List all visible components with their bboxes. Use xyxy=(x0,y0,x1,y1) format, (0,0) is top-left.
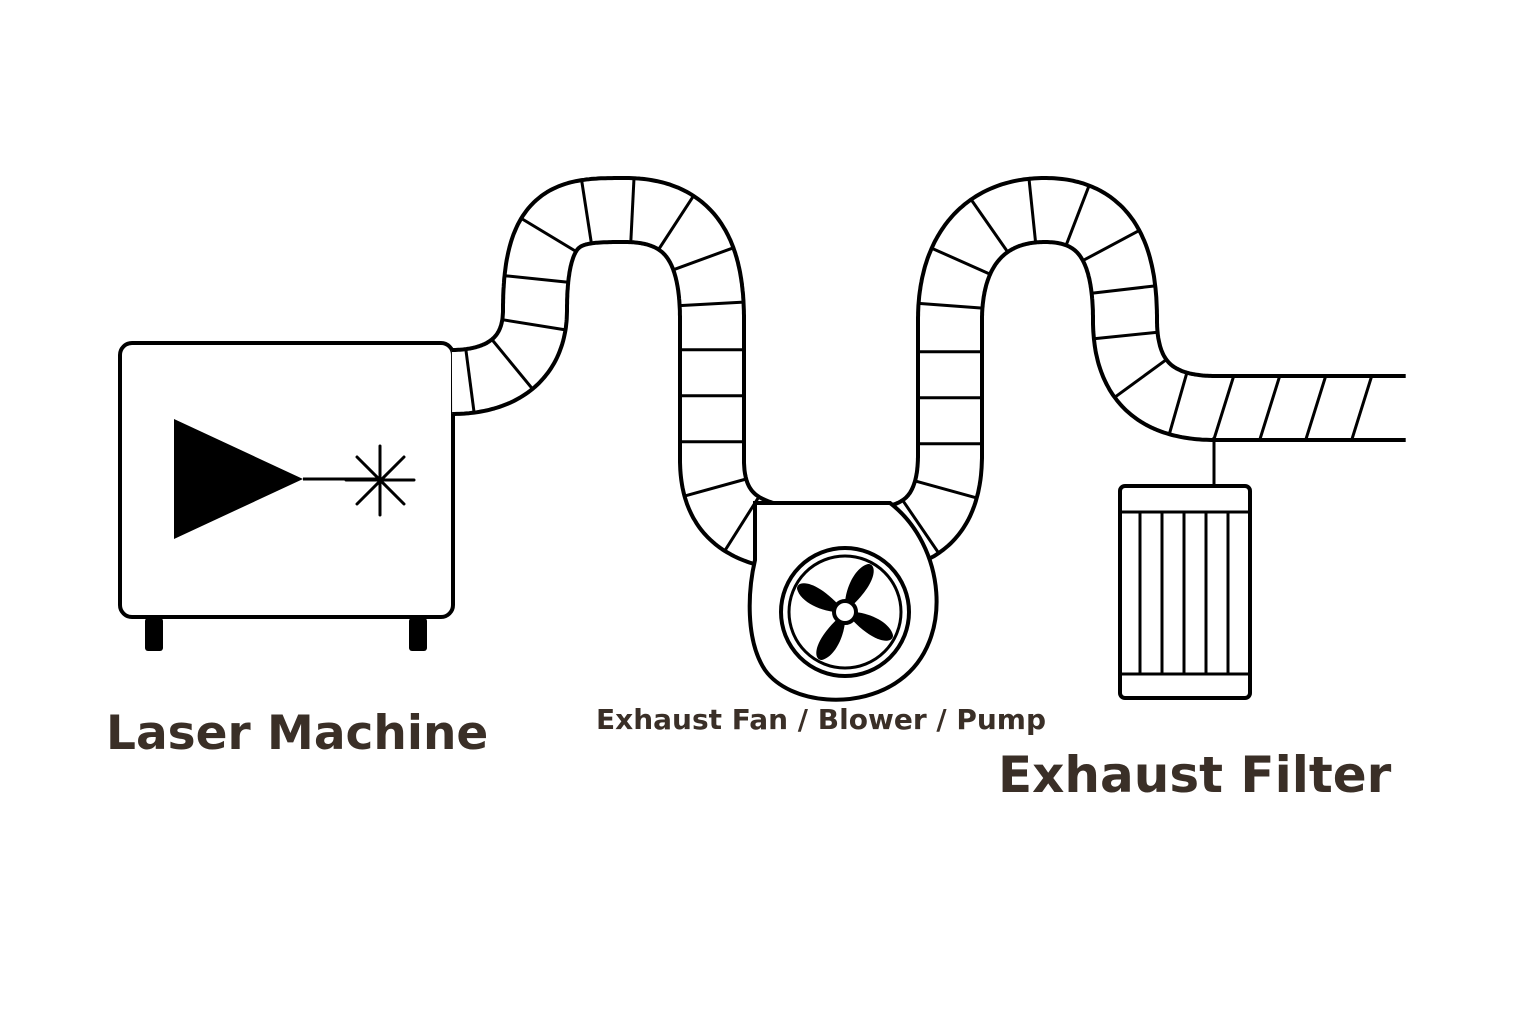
fan-blade xyxy=(816,612,846,660)
laser-machine xyxy=(118,341,455,651)
duct-rib xyxy=(1258,375,1282,441)
fan-blade xyxy=(844,564,874,612)
duct-rib xyxy=(969,198,1009,253)
duct-rib xyxy=(657,195,695,251)
duct-rib xyxy=(464,349,476,413)
duct-rib xyxy=(679,300,744,308)
duct-rib xyxy=(490,338,534,390)
duct-rib xyxy=(1167,372,1189,435)
duct-rib xyxy=(1113,358,1168,399)
duct-rib xyxy=(914,479,978,500)
duct-rib xyxy=(1093,330,1158,341)
duct-rib xyxy=(1091,284,1156,295)
duct-rib xyxy=(901,499,940,554)
laser-triangle-icon xyxy=(174,419,303,539)
laser-machine-foot-right xyxy=(409,618,427,651)
duct-rib xyxy=(580,179,593,244)
duct-rib xyxy=(931,246,991,276)
laser-machine-foot-left xyxy=(145,618,163,651)
exhaust-fan xyxy=(747,501,939,702)
fan-hub xyxy=(832,599,858,625)
duct-rib xyxy=(918,301,983,310)
duct-rib xyxy=(1027,178,1038,243)
exhaust-filter-label: Exhaust Filter xyxy=(998,746,1392,804)
duct-rib xyxy=(1350,375,1374,441)
duct-rib xyxy=(502,318,566,332)
duct-rib xyxy=(1212,375,1236,441)
duct-rib xyxy=(504,274,569,284)
exhaust-filter xyxy=(1118,437,1252,700)
exhaust-fan-label: Exhaust Fan / Blower / Pump xyxy=(596,703,1047,736)
duct-wall-right xyxy=(451,176,1406,510)
laser-machine-label: Laser Machine xyxy=(106,706,489,761)
duct-rib xyxy=(629,178,636,243)
duct-wall-left xyxy=(452,240,1406,574)
duct-rib xyxy=(1082,229,1141,262)
duct-rib xyxy=(520,217,577,253)
duct-rib xyxy=(1304,375,1328,441)
fan-blade xyxy=(845,611,893,641)
duct-rib xyxy=(684,477,747,498)
duct-rib xyxy=(672,246,734,272)
duct-body xyxy=(451,178,1406,572)
asterisk-spark-icon xyxy=(344,444,416,517)
duct-rib xyxy=(1064,185,1091,246)
fan-blade xyxy=(797,583,845,613)
flexible-duct xyxy=(451,176,1406,574)
fan-propeller-icon xyxy=(797,564,893,660)
filter-pleats xyxy=(1138,512,1230,674)
